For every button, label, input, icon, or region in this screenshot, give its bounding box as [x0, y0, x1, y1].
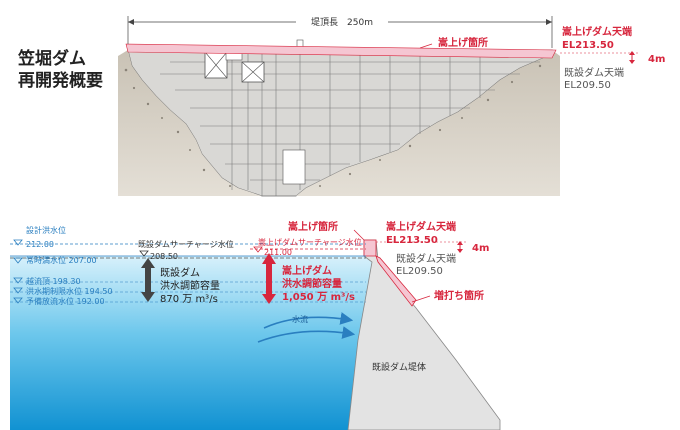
title-line1: 笠堀ダム	[18, 48, 86, 69]
design-flood-label: 設計洪水位	[26, 225, 66, 235]
crest-length-label: 堤頂長 250m	[311, 17, 373, 28]
raised-capacity-line3: 1,050 万 m³/s	[282, 291, 355, 303]
raised-capacity-arrow	[262, 253, 276, 304]
rock-right	[296, 50, 560, 196]
pre-release-label: 予備放流水位 192.00	[26, 296, 105, 306]
water-level-lines	[10, 243, 366, 303]
rock-texture	[124, 64, 542, 187]
normal-full-marker	[13, 257, 23, 264]
bottom-raise-height: 4m	[472, 243, 489, 254]
concrete-add-label: 増打ち箇所	[434, 289, 484, 302]
top-raise-height-marker	[560, 51, 640, 64]
design-flood-value: 212.00	[26, 240, 54, 249]
bottom-existing-crest-label: 既設ダム天端	[396, 252, 456, 265]
flood-limit-label: 洪水期制限水位 194.50	[26, 286, 113, 296]
existing-surcharge-value: 208.50	[150, 252, 178, 261]
top-raised-crest-label: 嵩上げダム天端	[562, 25, 632, 38]
top-raise-height: 4m	[648, 54, 665, 65]
raised-capacity-line1: 嵩上げダム	[282, 264, 332, 277]
existing-capacity-line3: 870 万 m³/s	[160, 294, 218, 305]
existing-capacity-line1: 既設ダム	[160, 266, 200, 279]
bottom-raise-height-marker	[376, 241, 466, 253]
reservoir-water	[10, 256, 374, 430]
bottom-raised-crest-el: EL213.50	[386, 235, 438, 246]
title-line2: 再開発概要	[18, 70, 103, 91]
top-existing-crest-el: EL209.50	[564, 80, 611, 91]
bottom-raised-crest-label: 嵩上げダム天端	[386, 220, 456, 233]
existing-capacity-line2: 洪水調節容量	[160, 279, 220, 292]
pre-release-marker	[13, 297, 23, 304]
top-existing-crest-label: 既設ダム天端	[564, 66, 624, 79]
raised-surcharge-label: 嵩上げダムサーチャージ水位	[258, 237, 362, 247]
overflow-crest-label: 越流頂 198.30	[26, 276, 81, 286]
bottom-raise-section-label: 嵩上げ箇所	[288, 220, 338, 233]
concrete-add-section	[375, 255, 417, 307]
existing-surcharge-marker	[139, 250, 149, 257]
overflow-crest-marker	[13, 277, 23, 284]
raise-section-crest	[363, 239, 377, 257]
top-raise-section-label: 嵩上げ箇所	[438, 36, 488, 49]
existing-capacity-arrow	[141, 258, 155, 302]
raised-surcharge-value: 211.00	[264, 248, 292, 257]
raised-surcharge-marker	[253, 246, 263, 253]
normal-full-label: 常時満水位 207.00	[26, 255, 97, 265]
rock-left	[118, 50, 262, 196]
raised-capacity-line2: 洪水調節容量	[282, 277, 342, 290]
top-raised-crest-el: EL213.50	[562, 40, 614, 51]
flow-label: 水流	[292, 314, 308, 324]
bottom-existing-crest-el: EL209.50	[396, 266, 443, 277]
dam-body-label: 既設ダム堤体	[372, 361, 426, 373]
design-flood-marker	[13, 239, 23, 246]
raise-band-top	[125, 43, 557, 59]
flow-arrows	[257, 312, 356, 343]
flood-limit-marker	[13, 287, 23, 294]
existing-surcharge-label: 既設ダムサーチャージ水位	[138, 239, 234, 249]
